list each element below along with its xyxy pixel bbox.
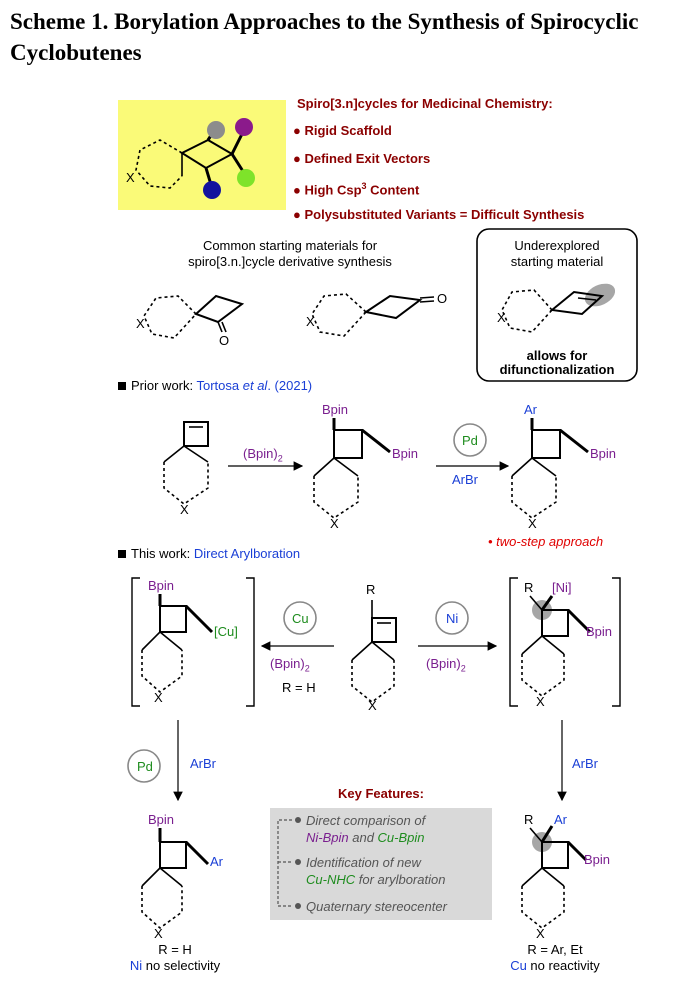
right-product-r: R	[524, 812, 534, 827]
kf-line-1b: Ni-Bpin and Cu-Bpin	[306, 830, 425, 845]
header-heading: Spiro[3.n]cycles for Medicinal Chemistry…	[297, 96, 553, 111]
spirocyclobutene-underexplored	[501, 289, 605, 333]
right-product-x: X	[536, 926, 545, 941]
left-product-bpin: Bpin	[148, 812, 175, 827]
exit-vector-purple	[235, 118, 253, 136]
center-substrate	[351, 600, 397, 704]
pd-cycle-lower	[127, 749, 161, 783]
prior-x-1: X	[180, 502, 189, 517]
left-product	[141, 828, 210, 930]
thiswork-bullet	[118, 550, 126, 558]
pd-lower-label: Pd	[137, 759, 153, 774]
prior-x-3: X	[528, 516, 537, 531]
key-features-heading: Key Features:	[338, 786, 424, 801]
left-product-ar: Ar	[210, 854, 223, 869]
kf-line-1a: Direct comparison of	[306, 813, 426, 828]
cu-r-eq-h: R = H	[282, 680, 316, 695]
cu-label: Cu	[292, 611, 309, 626]
cu-bracket-right	[246, 577, 255, 707]
ni-int-bpin: Bpin	[586, 624, 613, 639]
kf-line-2a: Identification of new	[306, 855, 421, 870]
prior-pd-cycle	[453, 423, 487, 457]
prior-bullet	[118, 382, 126, 390]
prior-arbr: ArBr	[452, 472, 478, 487]
ni-cycle	[435, 601, 469, 635]
left-outcome-note: Ni no selectivity	[129, 958, 221, 973]
this-work-label: This work: Direct Arylboration	[131, 546, 301, 561]
kf-line-3: Quaternary stereocenter	[306, 899, 447, 914]
right-product-ar: Ar	[554, 812, 567, 827]
two-step-note: • two-step approach	[488, 534, 604, 549]
common-line-2: spiro[3.n.]cycle derivative synthesis	[188, 254, 392, 269]
key-features-box	[270, 808, 492, 920]
under-line-1: Underexplored	[514, 238, 600, 253]
cu-bracket-left	[131, 577, 140, 707]
o-ketone-2: O	[437, 291, 448, 306]
left-outcome-r: R = H	[158, 942, 192, 957]
scheme-title: Scheme 1. Borylation Approaches to the S…	[10, 9, 639, 65]
prior-x-2: X	[330, 516, 339, 531]
prior-work-label: Prior work: Tortosa et al. (2021)	[131, 378, 313, 393]
allows-line-1: allows for	[526, 348, 588, 363]
exit-vector-blue	[203, 181, 221, 199]
prior-bisboryl	[313, 418, 391, 519]
x-label-header: X	[126, 170, 135, 185]
cu-int-cu: [Cu]	[214, 624, 238, 639]
cu-cycle	[283, 601, 317, 635]
ni-bracket-right	[612, 577, 621, 707]
cu-int-x: X	[154, 690, 163, 705]
cu-reagent: (Bpin)2	[270, 656, 310, 674]
prior-bpin-product: Bpin	[590, 446, 617, 461]
exit-vector-gray	[207, 121, 225, 139]
exit-vector-green	[237, 169, 255, 187]
under-line-2: starting material	[510, 254, 604, 269]
x-sm-2: X	[306, 314, 315, 329]
prior-cyclobutene	[163, 421, 209, 505]
cyclobutanone-alpha	[143, 294, 245, 339]
left-product-x: X	[154, 926, 163, 941]
prior-product	[511, 418, 589, 519]
ni-intermediate	[521, 595, 592, 698]
prior-bpin-right: Bpin	[392, 446, 419, 461]
header-bullet-4: ● Polysubstituted Variants = Difficult S…	[293, 207, 585, 222]
right-outcome-note: Cu no reactivity	[510, 958, 600, 973]
ni-int-r: R	[524, 580, 534, 595]
common-line-1: Common starting materials for	[202, 238, 378, 253]
header-bullet-1: ● Rigid Scaffold	[293, 123, 392, 138]
arbr-right: ArBr	[572, 756, 598, 771]
key-features-bracket	[277, 819, 292, 907]
prior-pd: Pd	[462, 433, 478, 448]
prior-reagent: (Bpin)2	[243, 446, 283, 464]
kf-line-2b: Cu-NHC for arylboration	[306, 872, 446, 887]
cyclobutanone-beta	[311, 293, 435, 337]
allows-line-2: difunctionalization	[499, 362, 615, 377]
header-bullet-3: ● High Csp3 Content	[293, 181, 420, 198]
prior-bpin-top: Bpin	[322, 402, 349, 417]
ni-label: Ni	[446, 611, 459, 626]
right-product	[521, 825, 588, 930]
x-sm-3: X	[497, 310, 506, 325]
arbr-left: ArBr	[190, 756, 216, 771]
substrate-x: X	[368, 698, 377, 713]
ni-int-ni: [Ni]	[552, 580, 572, 595]
o-ketone-1: O	[219, 333, 230, 348]
ni-reagent: (Bpin)2	[426, 656, 466, 674]
header-bullet-2: ● Defined Exit Vectors	[293, 151, 431, 166]
right-product-bpin: Bpin	[584, 852, 611, 867]
x-sm-1: X	[136, 316, 145, 331]
right-outcome-r: R = Ar, Et	[527, 942, 583, 957]
prior-ar: Ar	[524, 402, 537, 417]
cu-int-bpin: Bpin	[148, 578, 175, 593]
ni-bracket-left	[509, 577, 518, 707]
substrate-r: R	[366, 582, 376, 597]
header-yellow-box	[118, 100, 286, 210]
ni-int-x: X	[536, 694, 545, 709]
cu-intermediate	[141, 594, 214, 694]
